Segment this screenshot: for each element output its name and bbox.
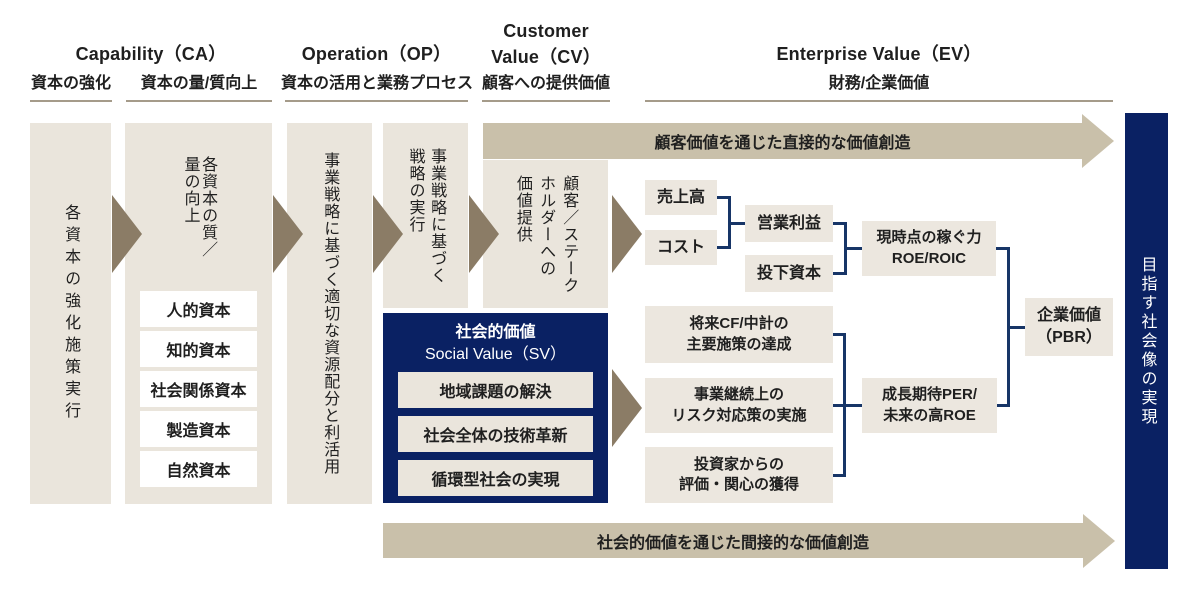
column-resource-allocation-label: 事業戦略に基づく適切な資源配分と利活用: [321, 152, 339, 475]
arrow-right-icon: [612, 195, 642, 273]
direct-value-arrow: 顧客価値を通じた直接的な価値創造: [483, 123, 1082, 159]
box-enterprise-value-pbr: 企業価値 （PBR）: [1025, 298, 1113, 356]
capital-box-manufactured: 製造資本: [140, 411, 257, 447]
connector-line: [1007, 247, 1010, 407]
box-invested-capital: 投下資本: [745, 255, 833, 292]
header-capability-sub-right: 資本の量/質向上: [140, 75, 258, 92]
column-stakeholder-value-label: 顧客／ステーク ホルダーへの 価値提供: [513, 174, 578, 294]
connector-line: [844, 222, 847, 275]
goal-bar-label: 目指す社会像の実現: [1138, 255, 1156, 427]
connector-line: [833, 333, 846, 336]
indirect-value-arrowhead-icon: [1083, 514, 1115, 568]
header-customer-value-line2: Value（CV）: [491, 47, 601, 67]
connector-line: [1010, 326, 1025, 329]
connector-line: [833, 404, 862, 407]
arrow-right-icon: [469, 195, 499, 273]
social-value-box: 社会的価値 Social Value（SV） 地域課題の解決 社会全体の技術革新…: [383, 313, 608, 503]
capital-box-human: 人的資本: [140, 291, 257, 327]
box-current-earning-power: 現時点の稼ぐ力 ROE/ROIC: [862, 221, 996, 276]
column-resource-allocation: 事業戦略に基づく適切な資源配分と利活用: [287, 123, 372, 504]
social-item-regional: 地域課題の解決: [398, 372, 593, 409]
connector-line: [833, 272, 847, 275]
underline-ev: [645, 100, 1113, 102]
social-value-title: 社会的価値 Social Value（SV）: [424, 324, 567, 363]
underline-cv: [482, 100, 610, 102]
box-sales: 売上高: [645, 180, 717, 215]
underline-ca-right: [126, 100, 272, 102]
capital-box-intellectual: 知的資本: [140, 331, 257, 367]
capital-box-natural: 自然資本: [140, 451, 257, 487]
goal-bar: 目指す社会像の実現: [1125, 113, 1168, 569]
header-operation-sub: 資本の活用と業務プロセス: [281, 75, 474, 92]
column-capital-strengthening: 各資本の強化施策実行: [30, 123, 111, 504]
column-capital-quality-label: 各資本の質／ 量の向上: [181, 156, 217, 258]
capital-list: 人的資本 知的資本 社会関係資本 製造資本 自然資本: [125, 291, 272, 487]
underline-ca-left: [30, 100, 112, 102]
connector-line: [847, 247, 862, 250]
column-stakeholder-value: 顧客／ステーク ホルダーへの 価値提供: [483, 160, 608, 308]
arrow-right-icon: [273, 195, 303, 273]
capital-box-social-relation: 社会関係資本: [140, 371, 257, 407]
header-customer-value-sub: 顧客への提供価値: [481, 75, 610, 92]
connector-line: [996, 247, 1010, 250]
connector-line: [717, 196, 731, 199]
column-capital-quality: 各資本の質／ 量の向上 人的資本 知的資本 社会関係資本 製造資本 自然資本: [125, 123, 272, 504]
indirect-value-arrow-label: 社会的価値を通じた間接的な価値創造: [596, 534, 869, 552]
column-capital-strengthening-label: 各資本の強化施策実行: [62, 203, 80, 424]
header-customer-value-line1: Customer: [503, 21, 589, 41]
social-item-innovation: 社会全体の技術革新: [398, 416, 593, 453]
arrow-right-icon: [112, 195, 142, 273]
direct-value-arrowhead-icon: [1082, 114, 1114, 168]
connector-line: [731, 222, 745, 225]
box-investor-recognition: 投資家からの 評価・関心の獲得: [645, 447, 833, 503]
connector-line: [717, 246, 731, 249]
box-operating-profit: 営業利益: [745, 205, 833, 242]
social-item-circular: 循環型社会の実現: [398, 460, 593, 497]
box-business-continuity: 事業継続上の リスク対応策の実施: [645, 378, 833, 433]
connector-line: [728, 196, 731, 249]
connector-line: [843, 333, 846, 477]
box-cost: コスト: [645, 230, 717, 265]
connector-line: [997, 404, 1010, 407]
header-capability-sub-left: 資本の強化: [30, 75, 111, 92]
header-capability: Capability（CA）: [75, 44, 227, 64]
header-operation: Operation（OP）: [301, 44, 452, 64]
box-future-cf: 将来CF/中計の 主要施策の達成: [645, 306, 833, 363]
column-strategy-execution-label: 事業戦略に基づく 戦略の実行: [406, 147, 446, 284]
box-growth-expectation: 成長期待PER/ 未来の高ROE: [862, 378, 997, 433]
direct-value-arrow-label: 顧客価値を通じた直接的な価値創造: [654, 135, 911, 152]
arrow-right-icon: [373, 195, 403, 273]
underline-op: [285, 100, 468, 102]
connector-line: [833, 474, 846, 477]
indirect-value-arrow: 社会的価値を通じた間接的な価値創造: [383, 523, 1083, 558]
header-enterprise-value-sub: 財務/企業価値: [828, 75, 930, 92]
connector-line: [833, 222, 847, 225]
arrow-right-icon: [612, 369, 642, 447]
header-enterprise-value: Enterprise Value（EV）: [776, 44, 982, 64]
